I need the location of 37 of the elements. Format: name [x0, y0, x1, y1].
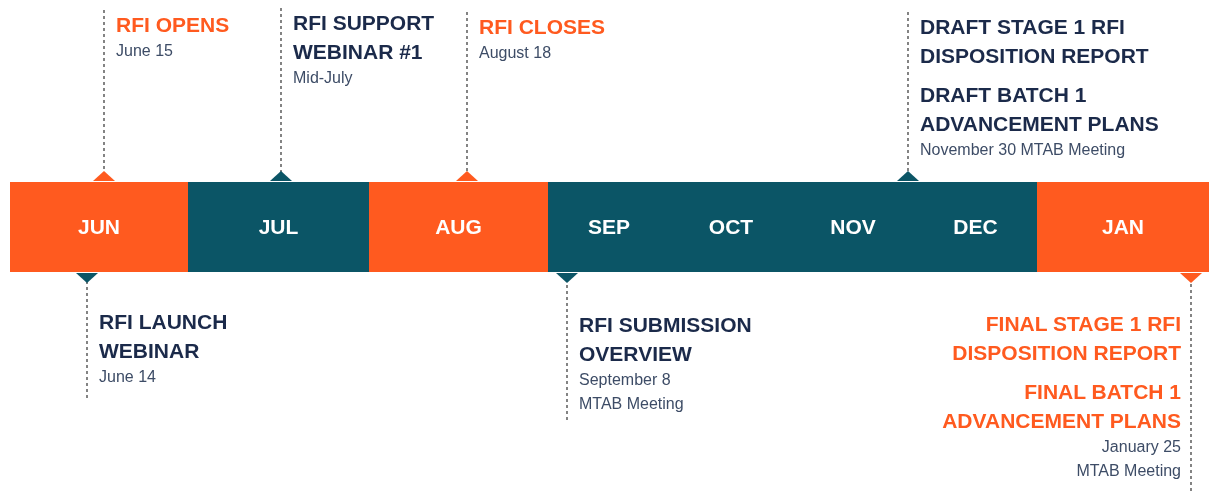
milestone-date: Mid-July	[293, 68, 353, 88]
milestone-date: January 25 MTAB Meeting	[1075, 437, 1181, 481]
month-label: OCT	[708, 215, 754, 239]
month-band	[188, 182, 369, 272]
month-label: NOV	[830, 215, 876, 239]
milestone-title: RFI CLOSES	[479, 14, 605, 40]
milestone-title: FINAL STAGE 1 RFI DISPOSITION REPORT	[951, 311, 1181, 366]
milestone-date: August 18	[479, 43, 552, 63]
month-band	[548, 182, 670, 272]
month-band	[1037, 182, 1209, 272]
month-label: JAN	[1102, 215, 1144, 239]
leader-line	[897, 11, 919, 182]
leader-line	[270, 7, 292, 182]
milestone-title: FINAL BATCH 1 ADVANCEMENT PLANS	[941, 379, 1181, 434]
milestone-title: DRAFT BATCH 1 ADVANCEMENT PLANS	[920, 82, 1160, 137]
milestone-date: June 15	[116, 41, 173, 61]
month-label: AUG	[435, 215, 482, 239]
leader-line	[556, 272, 578, 421]
milestone-date: September 8 MTAB Meeting	[579, 370, 685, 414]
leader-line	[93, 9, 115, 182]
leader-line	[456, 11, 478, 182]
month-label: JUN	[78, 215, 120, 239]
month-label: SEP	[588, 215, 630, 239]
leader-line	[76, 272, 98, 399]
month-label: JUL	[258, 215, 299, 239]
milestone-title: RFI SUBMISSION OVERVIEW	[579, 312, 753, 367]
month-band	[369, 182, 548, 272]
milestone-title: RFI LAUNCH WEBINAR	[99, 309, 229, 364]
leader-line	[1180, 272, 1202, 492]
month-label: DEC	[953, 215, 998, 239]
milestone-title: RFI OPENS	[116, 12, 230, 38]
milestone-date: June 14	[99, 367, 156, 387]
month-band	[10, 182, 188, 272]
milestone-title: DRAFT STAGE 1 RFI DISPOSITION REPORT	[920, 14, 1150, 69]
milestone-title: RFI SUPPORT WEBINAR #1	[293, 10, 436, 65]
month-band	[914, 182, 1037, 272]
milestone-date: November 30 MTAB Meeting	[920, 140, 1126, 160]
